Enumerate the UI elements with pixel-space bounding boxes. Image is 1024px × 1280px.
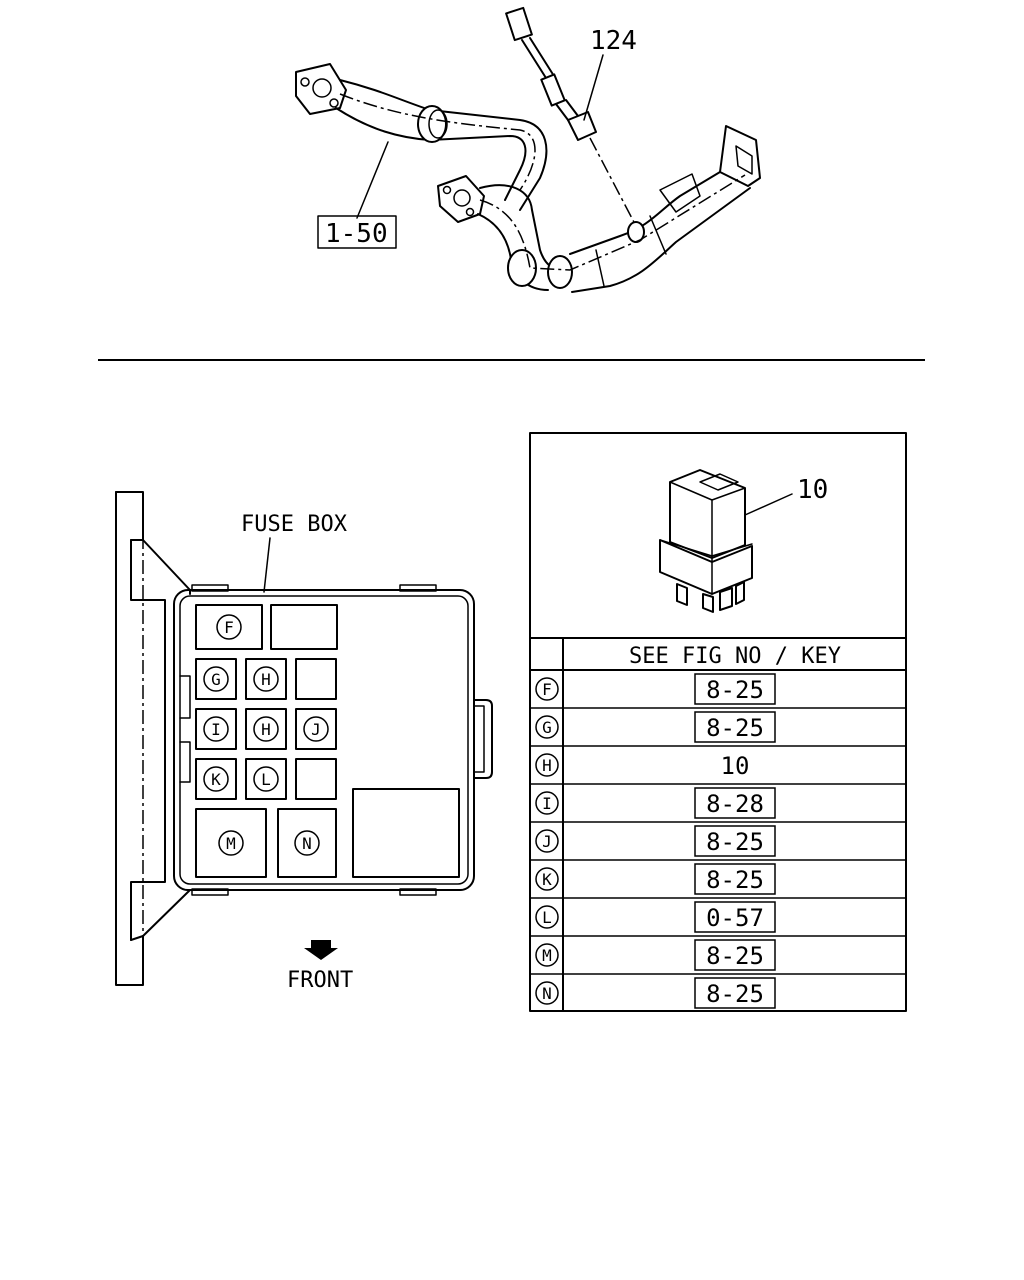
key-table-row: M 8-25 bbox=[535, 939, 776, 971]
ref-box bbox=[694, 977, 776, 1009]
slot-I: I bbox=[211, 720, 221, 739]
row-letter: H bbox=[542, 756, 552, 775]
key-table-row: L 0-57 bbox=[535, 901, 776, 933]
ref-box bbox=[694, 939, 776, 971]
slot-M: M bbox=[226, 834, 236, 853]
row-reference: 8-25 bbox=[706, 676, 764, 704]
row-reference: 8-28 bbox=[706, 790, 764, 818]
key-table-row: G 8-25 bbox=[535, 711, 776, 743]
exhaust-pipe-figure bbox=[295, 6, 761, 293]
ref-box bbox=[694, 673, 776, 705]
slot-H1: H bbox=[261, 670, 271, 689]
key-table-row: H 10 bbox=[535, 752, 750, 780]
key-table-header: SEE FIG NO / KEY bbox=[629, 644, 841, 669]
fuse-box-figure bbox=[115, 491, 493, 986]
key-table-row: F 8-25 bbox=[535, 673, 776, 705]
key-table-row: J 8-25 bbox=[535, 825, 776, 857]
row-reference: 0-57 bbox=[706, 904, 764, 932]
relay-illustration bbox=[659, 469, 793, 613]
ref-box bbox=[694, 825, 776, 857]
row-reference: 10 bbox=[721, 752, 750, 780]
pipe-callout-box bbox=[317, 215, 397, 249]
right-flange bbox=[719, 125, 761, 187]
row-reference: 8-25 bbox=[706, 828, 764, 856]
row-letter: G bbox=[542, 718, 552, 737]
left-flange bbox=[295, 63, 347, 115]
oxygen-sensor bbox=[505, 6, 597, 141]
row-letter: N bbox=[542, 984, 552, 1003]
row-letter: L bbox=[542, 908, 552, 927]
slot-G: G bbox=[211, 670, 221, 689]
relay-key-label: 10 bbox=[797, 475, 828, 505]
front-arrow-icon bbox=[304, 940, 338, 960]
key-table-row: I 8-28 bbox=[535, 787, 776, 819]
ref-box bbox=[694, 711, 776, 743]
sensor-callout: 124 bbox=[590, 26, 637, 56]
row-reference: 8-25 bbox=[706, 980, 764, 1008]
key-table-frame bbox=[529, 432, 907, 1012]
row-letter: F bbox=[542, 680, 552, 699]
slot-H2: H bbox=[261, 720, 271, 739]
pipe-callout: 1-50 bbox=[325, 219, 388, 249]
slot-K: K bbox=[211, 770, 221, 789]
row-reference: 8-25 bbox=[706, 942, 764, 970]
ref-box bbox=[694, 901, 776, 933]
row-letter: M bbox=[542, 946, 552, 965]
slot-L: L bbox=[261, 770, 271, 789]
row-letter: I bbox=[542, 794, 552, 813]
ref-box bbox=[694, 863, 776, 895]
ref-box bbox=[694, 787, 776, 819]
row-reference: 8-25 bbox=[706, 866, 764, 894]
front-label: FRONT bbox=[287, 968, 353, 993]
fuse-box-label: FUSE BOX bbox=[241, 512, 348, 537]
row-reference: 8-25 bbox=[706, 714, 764, 742]
key-table-row: K 8-25 bbox=[535, 863, 776, 895]
slot-J: J bbox=[311, 720, 321, 739]
row-letter: J bbox=[542, 832, 552, 851]
key-table-row: N 8-25 bbox=[535, 977, 776, 1009]
slot-N: N bbox=[302, 834, 312, 853]
middle-flange bbox=[437, 175, 485, 223]
slot-F: F bbox=[224, 618, 234, 637]
row-letter: K bbox=[542, 870, 552, 889]
